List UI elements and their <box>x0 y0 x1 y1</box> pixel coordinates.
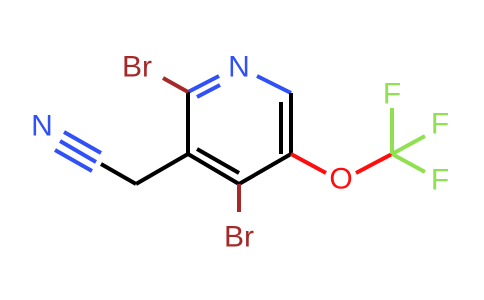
ether-oxygen-label: O <box>329 163 352 196</box>
bond-c5-c4 <box>238 152 292 186</box>
bromine-4-label: Br <box>224 221 254 254</box>
bond-c4-c3-inner <box>196 147 240 175</box>
bond-o-cf3 <box>355 152 393 175</box>
bond-n1-c6 <box>256 74 292 95</box>
bond-triple-2 <box>58 139 98 164</box>
bond-triple-1 <box>63 130 102 155</box>
bond-c5-o <box>290 152 327 175</box>
bond-cf3-f-bottom <box>391 152 426 174</box>
bond-c2-br <box>162 76 189 94</box>
bond-n1-c2 <box>187 74 220 94</box>
bromine-2-label: Br <box>122 51 152 84</box>
fluorine-top-label: F <box>383 78 401 111</box>
bond-c4-c3 <box>186 152 241 186</box>
bond-ch2-cn <box>100 162 137 186</box>
bond-c2-n1-inner <box>196 83 221 99</box>
fluorine-bottom-label: F <box>431 164 449 197</box>
fluorine-right-label: F <box>431 108 449 141</box>
bonds <box>54 74 426 212</box>
atom-labels: N N Br Br O F F F <box>31 51 449 254</box>
bond-cf3-f-right <box>391 134 426 156</box>
ring-nitrogen-label: N <box>228 51 250 84</box>
bond-c3-ch2 <box>135 152 189 186</box>
bond-triple-3 <box>54 148 93 173</box>
nitrile-nitrogen-label: N <box>31 110 53 143</box>
